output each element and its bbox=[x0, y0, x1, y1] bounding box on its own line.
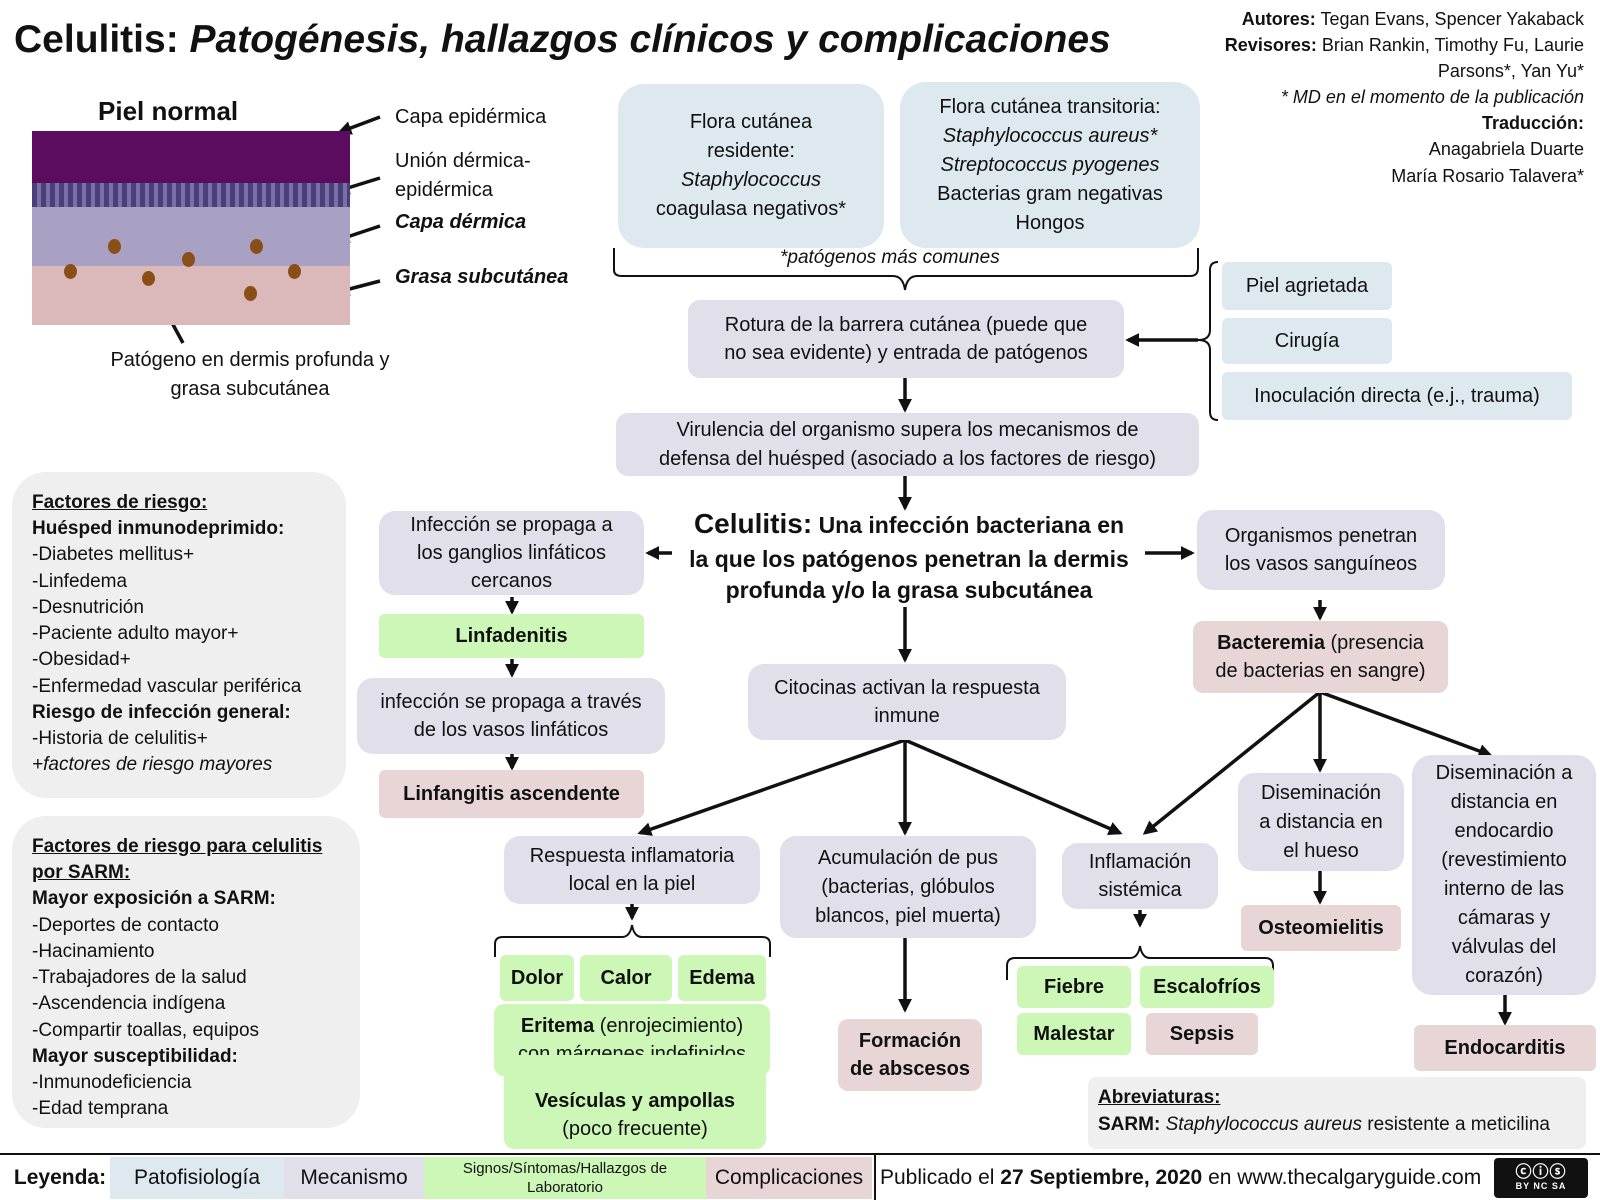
pathogen-dot bbox=[288, 264, 301, 279]
osteomyelitis-box: Osteomielitis bbox=[1241, 905, 1401, 951]
fever-box: Fiebre bbox=[1017, 966, 1131, 1008]
edema-box: Edema bbox=[678, 955, 766, 1001]
abbreviations-panel: Abreviaturas: SARM: Staphylococcus aureu… bbox=[1088, 1077, 1586, 1149]
subcutaneous-fat-layer bbox=[32, 266, 350, 325]
dermal-epidermal-junction bbox=[32, 183, 350, 207]
malaise-box: Malestar bbox=[1017, 1013, 1131, 1055]
inoculation-box: Inoculación directa (e.j., trauma) bbox=[1222, 372, 1572, 420]
legend-label: Leyenda: bbox=[13, 1166, 107, 1189]
pathogen-dot bbox=[182, 252, 195, 267]
common-pathogens-note: *patógenos más comunes bbox=[780, 247, 1000, 268]
credits: Autores: Tegan Evans, Spencer Yakaback R… bbox=[1224, 9, 1584, 186]
legend-pathophysiology: Patofisiología bbox=[110, 1157, 284, 1199]
heat-box: Calor bbox=[580, 955, 672, 1001]
pain-box: Dolor bbox=[500, 955, 574, 1001]
virulence-box: Virulencia del organismo supera los meca… bbox=[616, 413, 1199, 476]
skin-title: Piel normal bbox=[98, 96, 239, 126]
cellulitis-definition: Celulitis: Una infección bacteriana en l… bbox=[689, 508, 1129, 604]
creative-commons-license-icon: ⓒⓘⓢ BY NC SA bbox=[1494, 1158, 1588, 1198]
pathogen-dot bbox=[244, 286, 257, 301]
junction-label: Unión dérmica-epidérmica bbox=[395, 150, 531, 201]
transient-flora-box: Flora cutánea transitoria:Staphylococcus… bbox=[900, 82, 1200, 248]
legend-mechanism: Mecanismo bbox=[284, 1157, 424, 1199]
surgery-box: Cirugía bbox=[1222, 318, 1392, 364]
vesicles-box: Vesículas y ampollas(poco frecuente) bbox=[504, 1055, 766, 1149]
endocarditis-box: Endocarditis bbox=[1414, 1025, 1596, 1071]
risk-factors-panel: Factores de riesgo: Huésped inmunodeprim… bbox=[12, 472, 346, 798]
epidermis-layer bbox=[32, 131, 350, 183]
page-title: Celulitis: Patogénesis, hallazgos clínic… bbox=[14, 18, 1111, 61]
cracked-skin-box: Piel agrietada bbox=[1222, 262, 1392, 310]
pathogen-dot bbox=[142, 271, 155, 286]
legend-divider bbox=[0, 1153, 1600, 1155]
pathogen-dot bbox=[108, 239, 121, 254]
dermis-label: Capa dérmica bbox=[395, 211, 527, 233]
epidermis-label: Capa epidérmica bbox=[395, 106, 547, 128]
publication-info: Publicado el 27 Septiembre, 2020 en www.… bbox=[880, 1166, 1482, 1189]
chills-box: Escalofríos bbox=[1140, 966, 1274, 1008]
lymphangitis-box: Linfangitis ascendente bbox=[379, 770, 644, 818]
pathogen-dot bbox=[250, 239, 263, 254]
pathogen-dot bbox=[64, 264, 77, 279]
sepsis-box: Sepsis bbox=[1146, 1013, 1258, 1055]
lymphadenitis-box: Linfadenitis bbox=[379, 614, 644, 658]
skin-diagram bbox=[32, 131, 350, 325]
legend-separator bbox=[874, 1155, 876, 1200]
fat-label: Grasa subcutánea bbox=[395, 266, 569, 288]
legend-complications: Complicaciones bbox=[706, 1157, 872, 1199]
